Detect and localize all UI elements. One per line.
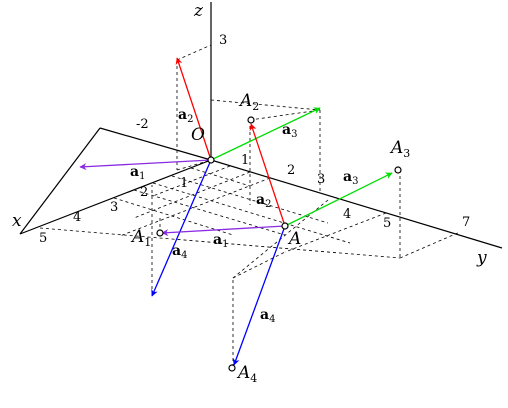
vector-a3-origin bbox=[210, 107, 321, 161]
tick-y-7: 7 bbox=[462, 215, 470, 230]
tick-x-1: 1 bbox=[180, 176, 188, 191]
point-origin bbox=[207, 156, 215, 164]
x-axis-negative bbox=[99, 127, 212, 161]
label-a4-from-A: a4 bbox=[260, 307, 275, 325]
point-A bbox=[281, 222, 289, 230]
label-A3: A3 bbox=[389, 138, 410, 160]
point-A2 bbox=[247, 116, 255, 124]
label-a3-from-A: a3 bbox=[343, 169, 358, 187]
point-A1 bbox=[156, 229, 164, 237]
z-axis-label: z bbox=[193, 1, 204, 21]
points bbox=[156, 116, 402, 372]
tick-y-4: 4 bbox=[343, 207, 351, 222]
y-axis bbox=[210, 159, 503, 249]
point-A4 bbox=[228, 364, 236, 372]
label-a1-from-A: a1 bbox=[213, 232, 228, 250]
vector-a3-from-A bbox=[284, 172, 393, 227]
tick-x-2: 2 bbox=[140, 185, 148, 200]
label-a1-origin: a1 bbox=[130, 164, 145, 182]
tick-z-3: 3 bbox=[219, 33, 227, 48]
vectors-origin bbox=[79, 57, 321, 297]
label-A1: A1 bbox=[130, 227, 151, 249]
vector-a2-origin bbox=[175, 57, 212, 161]
y-axis-label: y bbox=[476, 248, 487, 268]
tick-x-4: 4 bbox=[73, 210, 81, 225]
label-A4: A4 bbox=[236, 363, 257, 385]
vector-a1-origin bbox=[79, 159, 212, 171]
label-a2-from-A: a2 bbox=[256, 192, 271, 210]
label-A: A bbox=[287, 229, 301, 249]
tick-x-5: 5 bbox=[39, 231, 47, 246]
tick-y-2: 2 bbox=[287, 163, 295, 178]
label-a4-origin: a4 bbox=[172, 243, 187, 261]
tick-y-5: 5 bbox=[383, 216, 391, 231]
point-A3 bbox=[394, 166, 402, 174]
label-a2-origin: a2 bbox=[178, 107, 193, 125]
x-axis bbox=[19, 127, 101, 235]
vector-a4-origin bbox=[151, 159, 212, 297]
vector-a2-from-A bbox=[249, 123, 286, 227]
axes bbox=[19, 2, 503, 249]
tick-x-neg2: -2 bbox=[136, 117, 149, 132]
label-A2: A2 bbox=[238, 91, 259, 113]
tick-y-1: 1 bbox=[241, 153, 249, 168]
vectors-from-A bbox=[161, 123, 393, 366]
x-axis-label: x bbox=[12, 211, 22, 231]
label-a3-origin: a3 bbox=[282, 122, 297, 140]
vector-a4-from-A bbox=[232, 225, 286, 366]
tick-y-3: 3 bbox=[317, 172, 325, 187]
x-axis-positive bbox=[19, 159, 212, 235]
vector-a1-from-A bbox=[161, 225, 286, 237]
tick-x-3: 3 bbox=[110, 200, 118, 215]
label-origin: O bbox=[191, 125, 205, 145]
